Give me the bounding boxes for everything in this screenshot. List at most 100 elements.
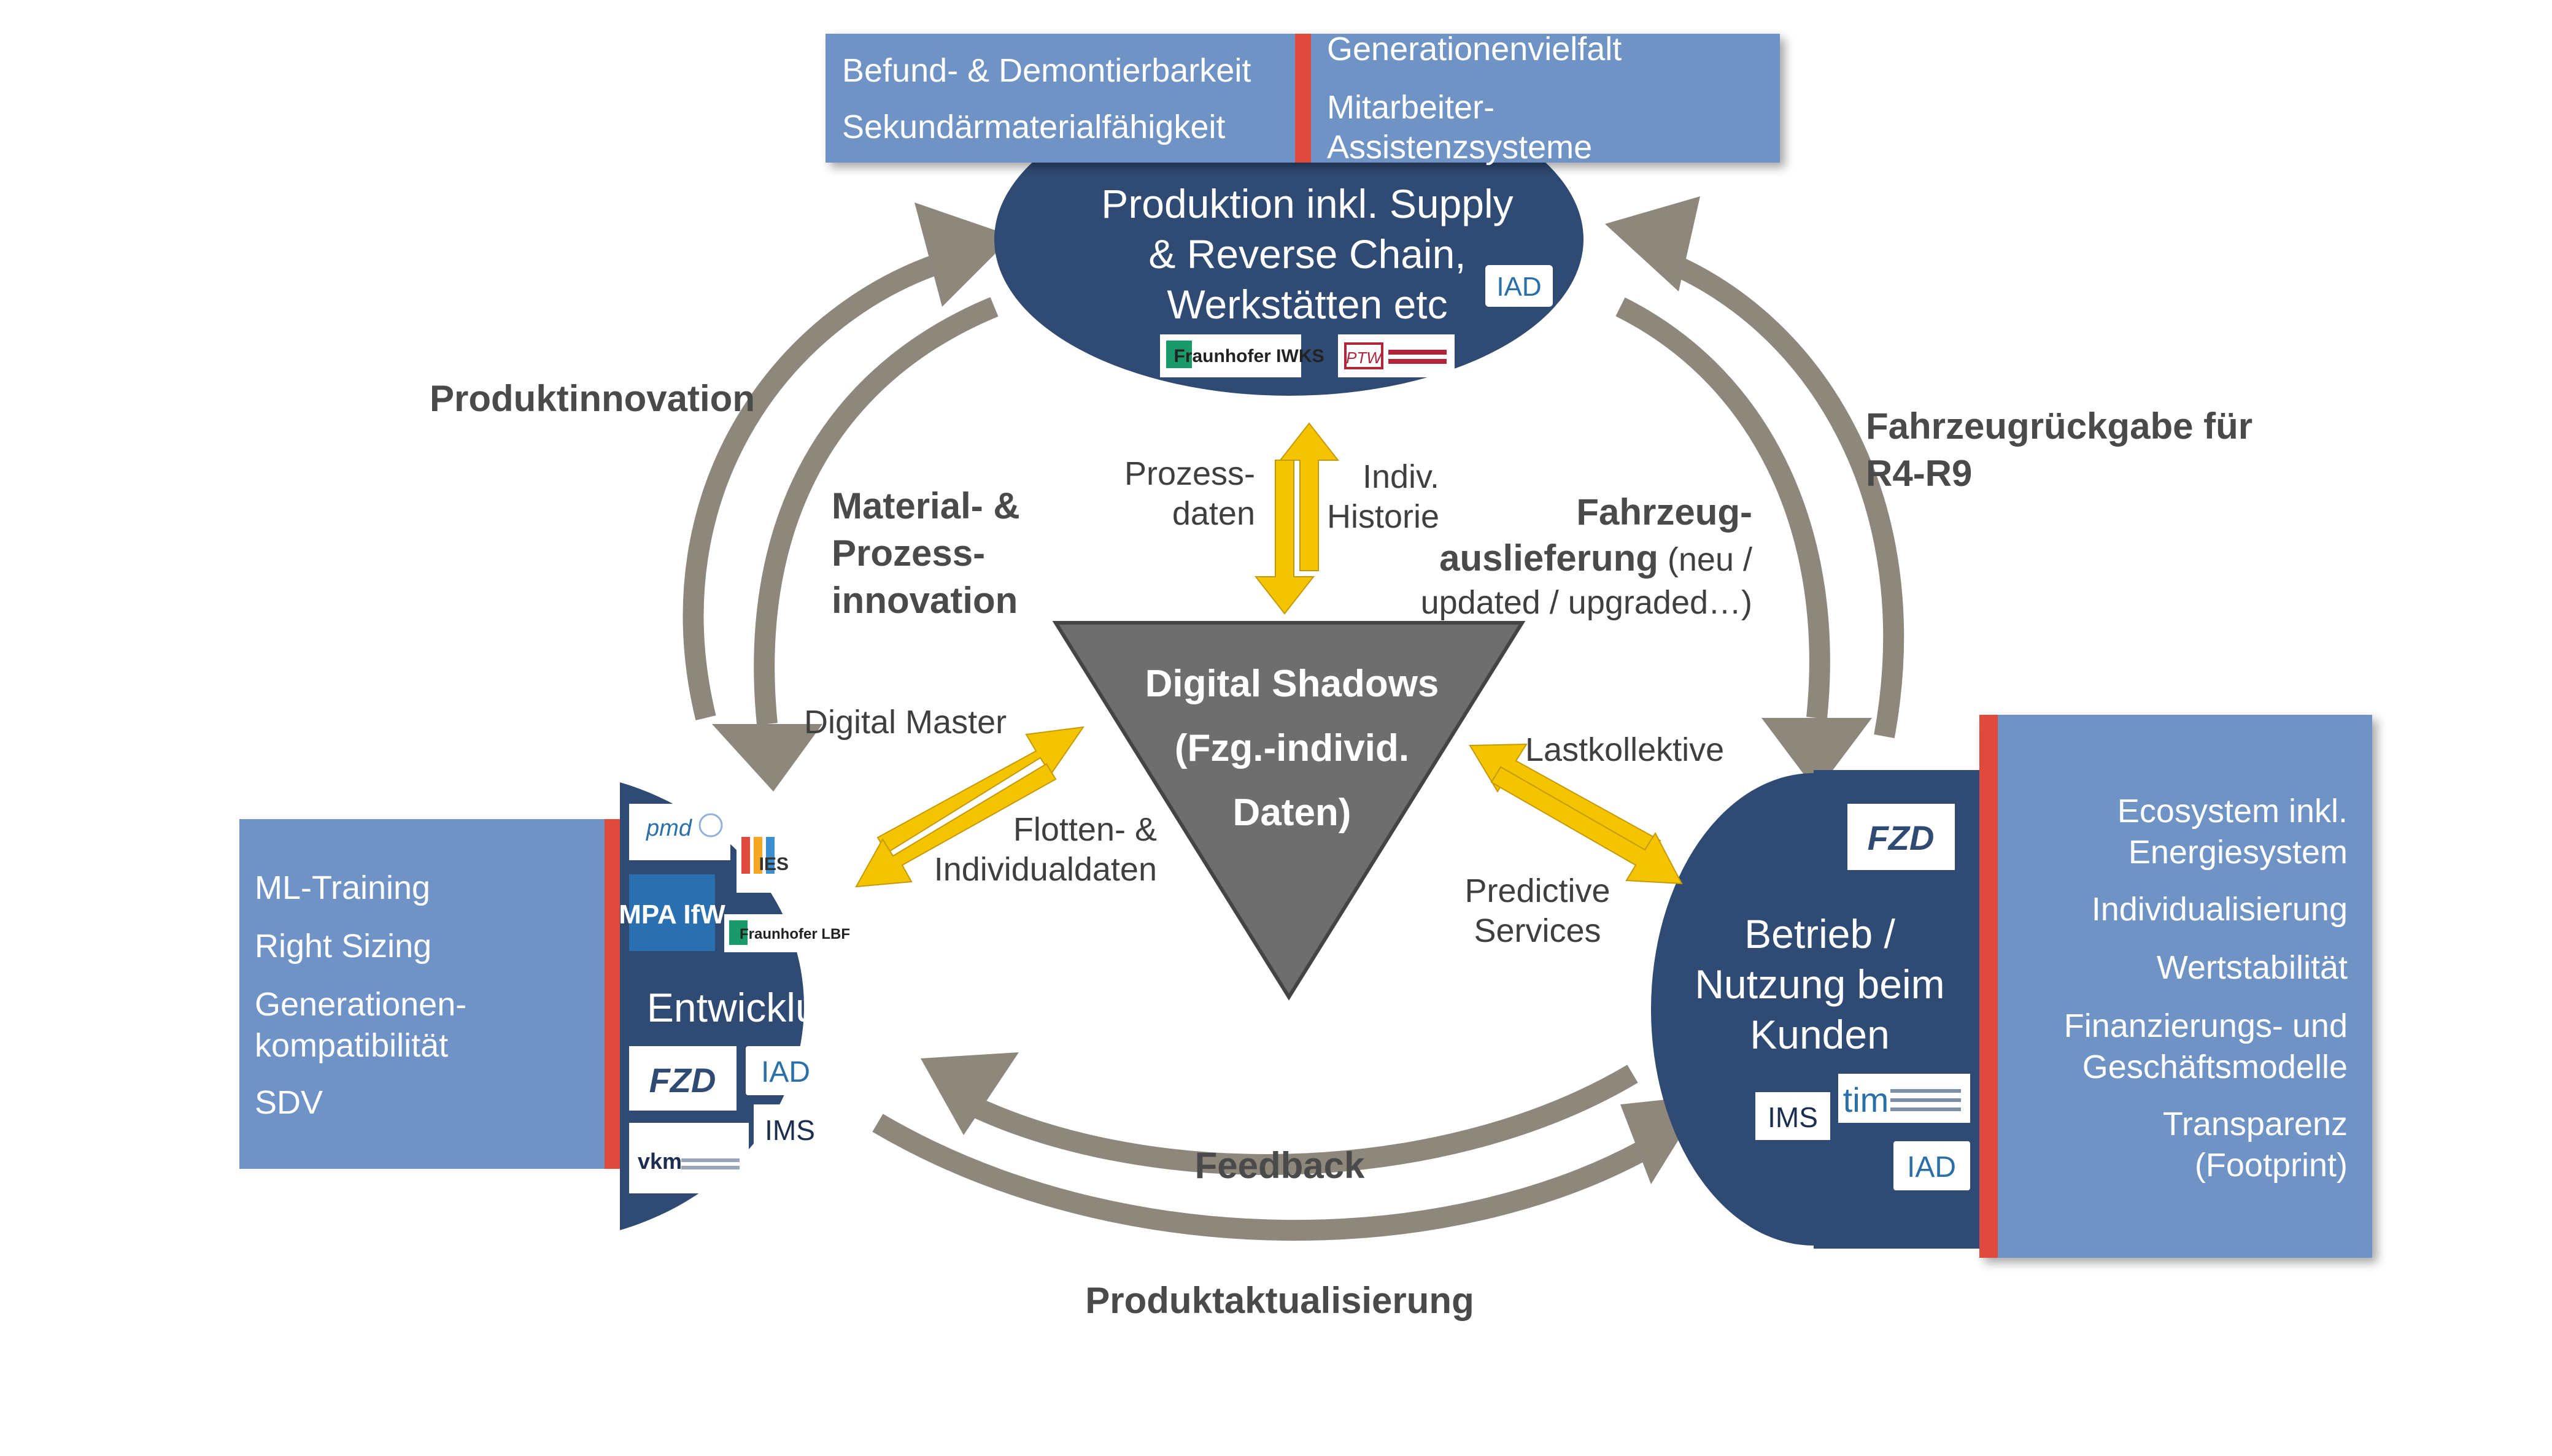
ptw-logo: PTW [1338,334,1455,377]
left-item-ml-training: ML-Training [255,869,430,906]
label-prozessdaten-1: Prozess- [1124,455,1255,492]
right-item-ecosystem: Ecosystem inkl. [2117,793,2348,830]
svg-text:IMS: IMS [765,1114,815,1146]
left-item-generationen: Generationen- [255,986,466,1023]
svg-text:IAD: IAD [761,1056,810,1088]
right-item-footprint: (Footprint) [2195,1147,2348,1184]
label-flotten-1: Flotten- & [1013,811,1157,848]
svg-text:FZD: FZD [1868,819,1935,857]
arrow-produktaktualisierung [872,1114,1675,1241]
svg-text:IAD: IAD [1907,1151,1956,1184]
fzd-logo-op: FZD [1847,804,1955,870]
ims-logo-op: IMS [1755,1092,1830,1140]
center-line1: Digital Shadows [1145,663,1439,705]
label-fahrzeug-2-group: auslieferung (neu / [1439,537,1752,579]
label-rueckgabe-2: R4-R9 [1866,453,1972,494]
right-item-geschaeftsmodelle: Geschäftsmodelle [2082,1049,2348,1085]
right-item-transparenz: Transparenz [2163,1106,2348,1142]
arrow-feedback [953,1065,1638,1175]
vkm-logo: vkm [629,1123,749,1193]
top-item-assistenz: Assistenzsysteme [1327,129,1592,166]
label-produktaktualisierung: Produktaktualisierung [1085,1280,1474,1321]
fraunhofer-iwks-logo: Fraunhofer IWKS [1160,334,1324,377]
iad-logo: IAD [1485,265,1553,307]
svg-text:tim: tim [1843,1080,1889,1119]
arrow-historie [1278,422,1340,571]
arrow-head-produktinnovation [914,202,1013,307]
svg-text:Fraunhofer IWKS: Fraunhofer IWKS [1174,346,1324,366]
svg-text:pmd: pmd [646,815,693,841]
svg-text:MPA IfW: MPA IfW [619,899,725,930]
ies-logo: IES [737,831,795,893]
arrow-head-material [712,724,822,792]
svg-text:IES: IES [759,854,789,874]
label-material-3: innovation [832,580,1018,621]
iad-logo-op: IAD [1893,1141,1970,1190]
iad-logo-dev: IAD [746,1046,826,1095]
arrow-head-auslieferung [1761,718,1872,792]
label-feedback: Feedback [1195,1145,1365,1186]
svg-text:vkm: vkm [638,1149,682,1174]
arrow-flottendaten [855,763,1057,888]
label-fahrzeug-1: Fahrzeug- [1576,491,1752,533]
operation-node: Betrieb / Nutzung beim Kunden FZD IMS ti… [1651,770,1979,1249]
svg-text:IAD: IAD [1496,272,1541,302]
production-title-line3: Werkstätten etc [1167,282,1447,327]
left-item-right-sizing: Right Sizing [255,928,431,965]
label-fahrzeug-2: auslieferung [1439,537,1658,579]
label-indiv-2: Historie [1327,498,1439,535]
label-flotten-2: Individualdaten [934,851,1157,888]
center-line2: (Fzg.-individ. [1175,727,1409,769]
svg-text:FZD: FZD [649,1061,716,1100]
pmd-logo: pmd [629,804,730,860]
label-prozessdaten-2: daten [1172,495,1255,532]
top-item-sekundaer: Sekundärmaterialfähigkeit [842,109,1225,145]
top-item-befund: Befund- & Demontierbarkeit [842,52,1251,89]
top-item-mitarbeiter: Mitarbeiter- [1327,89,1494,126]
right-item-wertstabilitaet: Wertstabilität [2157,949,2348,986]
operation-title-line1: Betrieb / [1744,911,1895,957]
svg-text:PTW: PTW [1346,349,1383,367]
left-box: ML-Training Right Sizing Generationen- k… [239,819,623,1169]
label-material-2: Prozess- [832,533,985,574]
label-rueckgabe-1: Fahrzeugrückgabe für [1866,406,2252,447]
arrow-produktinnovation [682,247,961,721]
mpa-ifw-logo: MPA IfW [619,874,725,951]
label-material-1: Material- & [832,485,1020,526]
center-line3: Daten) [1233,792,1351,834]
labels: Produktinnovation Material- & Prozess- i… [430,378,2252,1321]
production-node: Produktion inkl. Supply & Reverse Chain,… [994,83,1583,396]
label-produktinnovation: Produktinnovation [430,378,755,419]
left-item-sdv: SDV [255,1084,323,1121]
right-item-finanzierung: Finanzierungs- und [2064,1007,2348,1044]
fzd-logo-dev: FZD [629,1046,737,1111]
label-predictive-1: Predictive [1464,872,1610,909]
arrow-material-innovation [754,297,999,725]
label-predictive-2: Services [1474,912,1601,949]
arrow-digital-master [876,726,1085,854]
left-item-kompatibilitaet: kompatibilität [255,1027,448,1064]
arrow-head-rueckgabe [1605,196,1700,291]
operation-title-line3: Kunden [1750,1012,1890,1057]
arrow-prozessdaten [1254,460,1315,615]
digital-shadows-triangle: Digital Shadows (Fzg.-individ. Daten) [1052,621,1526,1001]
arrow-rueckgabe [1653,248,1904,739]
label-indiv-1: Indiv. [1363,458,1439,495]
yellow-arrows [855,422,1683,888]
label-fahrzeug-2b: (neu / [1658,541,1752,578]
development-title: Entwicklung [647,985,863,1030]
svg-text:Fraunhofer LBF: Fraunhofer LBF [740,926,850,942]
tim-logo: tim [1838,1074,1970,1123]
right-item-energiesystem: Energiesystem [2129,834,2348,871]
top-box: Befund- & Demontierbarkeit Sekundärmater… [826,31,1780,166]
label-lastkollektive: Lastkollektive [1525,731,1724,768]
svg-text:IMS: IMS [1768,1101,1818,1133]
production-title-line1: Produktion inkl. Supply [1101,181,1513,226]
label-fahrzeug-3: updated / upgraded…) [1421,584,1752,621]
top-item-generationenvielfalt: Generationenvielfalt [1327,31,1622,67]
right-box: Ecosystem inkl. Energiesystem Individual… [1979,715,2372,1258]
operation-title-line2: Nutzung beim [1695,961,1944,1007]
ims-logo-dev: IMS [754,1104,826,1154]
arrow-auslieferung [1615,297,1830,719]
